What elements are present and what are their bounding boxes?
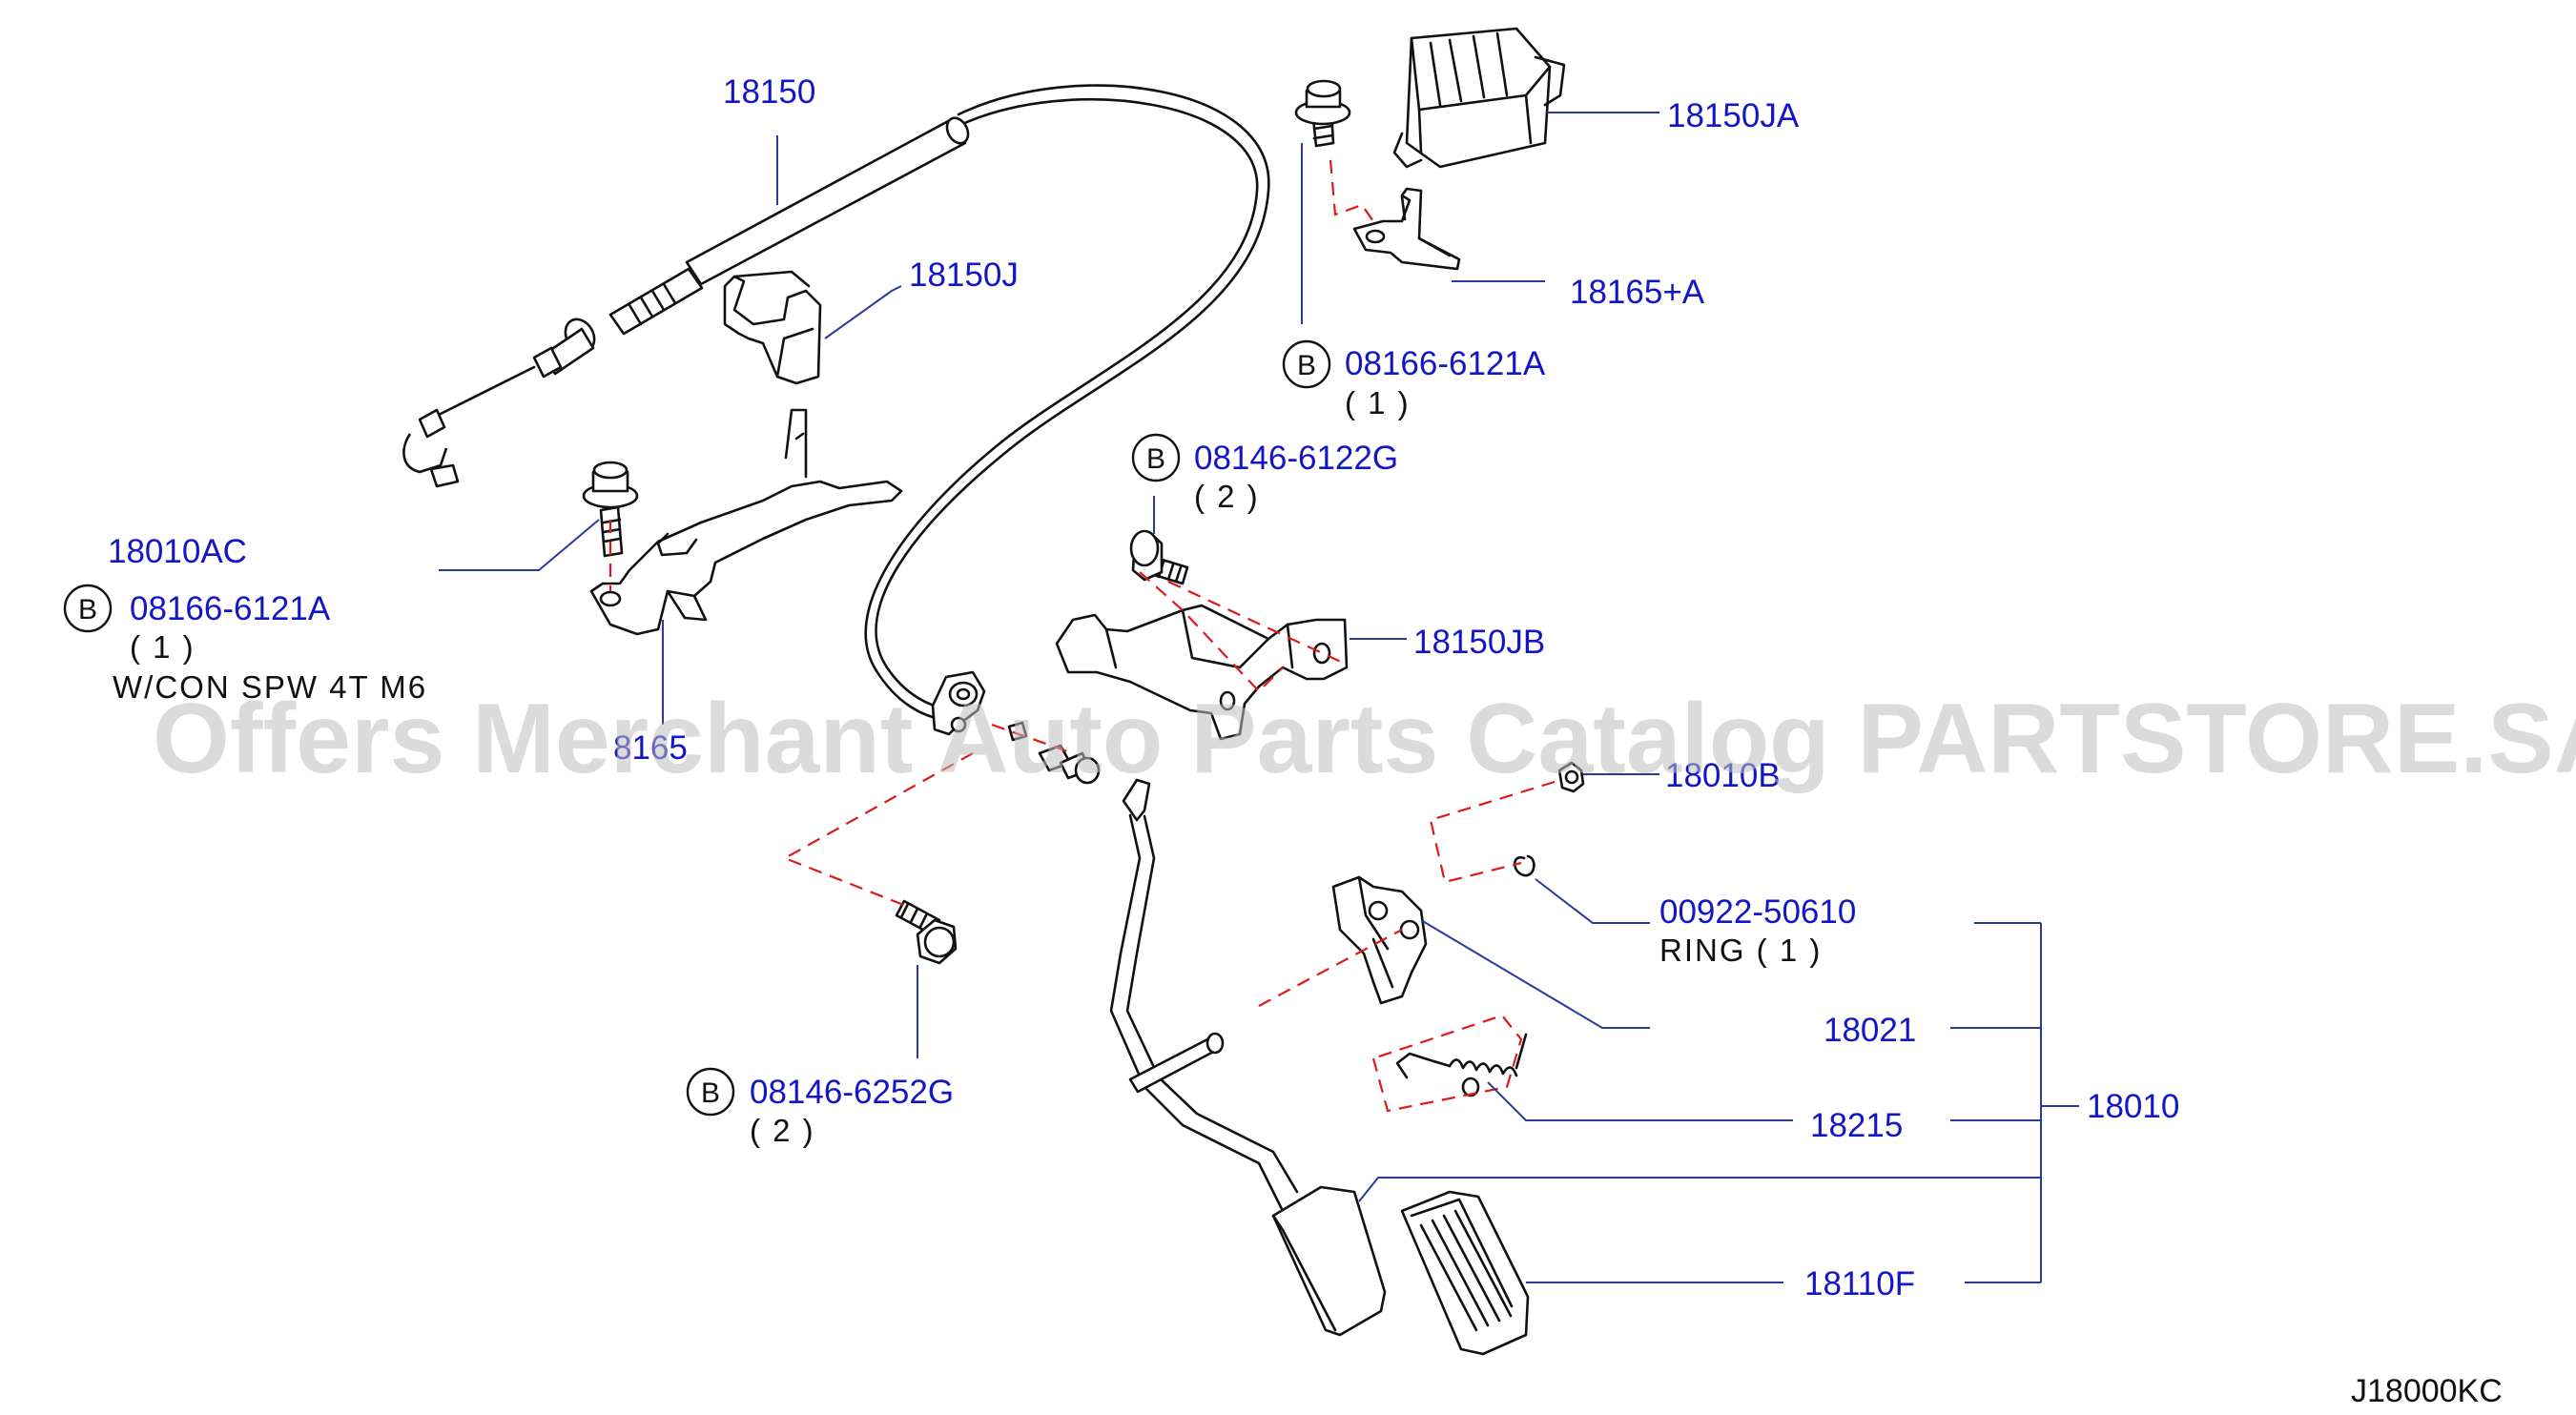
- qty-08146-6252g: ( 2 ): [750, 1113, 815, 1148]
- label-18021[interactable]: 18021: [1824, 1012, 1916, 1049]
- diagram-code: J18000KC: [2351, 1373, 2503, 1409]
- cable-pivot: [931, 670, 1101, 785]
- label-18150j[interactable]: 18150J: [909, 256, 1019, 294]
- label-18010b[interactable]: 18010B: [1665, 757, 1781, 794]
- label-00922-50610[interactable]: 00922-50610: [1659, 893, 1856, 931]
- assembly-dashed-lines: [608, 159, 1556, 1113]
- qty-08166-top: ( 1 ): [1345, 385, 1411, 420]
- clip-18010b: [1557, 761, 1585, 793]
- lever-18021: [1331, 875, 1428, 1005]
- qty-08166-left: ( 1 ): [130, 629, 196, 665]
- pedal-arm: [1109, 778, 1387, 1337]
- clip-18150j: [723, 270, 822, 385]
- svg-text:B: B: [78, 594, 97, 625]
- cover-18150ja: [1392, 27, 1566, 169]
- label-18150ja[interactable]: 18150JA: [1667, 97, 1800, 134]
- bolt-08146-6252g: [895, 899, 958, 965]
- label-18150jb[interactable]: 18150JB: [1413, 624, 1545, 661]
- pedal-pad-18110f: [1400, 1190, 1530, 1356]
- bolt-08166-top: [1294, 79, 1351, 148]
- bracket-18150jb: [1055, 604, 1349, 741]
- ring-note: RING ( 1 ): [1659, 933, 1822, 968]
- label-18165a[interactable]: 18165+A: [1570, 274, 1705, 311]
- label-18215[interactable]: 18215: [1810, 1107, 1903, 1144]
- leader-lines: [439, 112, 2079, 1283]
- bolt-mark-mid: B: [1131, 433, 1181, 482]
- bolt-mark-left: B: [63, 584, 113, 633]
- svg-text:B: B: [701, 1077, 720, 1109]
- bracket-18165: [589, 408, 903, 636]
- label-18010[interactable]: 18010: [2087, 1088, 2179, 1125]
- bolt-08146-6122g: [1129, 529, 1189, 585]
- label-18010ac[interactable]: 18010AC: [108, 533, 247, 570]
- label-08166-6121a-left[interactable]: 08166-6121A: [130, 590, 331, 627]
- watermark: Offers Merchant Auto Parts Catalog PARTS…: [153, 684, 2576, 794]
- throttle-cable: [402, 84, 1270, 722]
- bolt-mark-top: B: [1282, 339, 1331, 389]
- bracket-18165a: [1352, 187, 1461, 271]
- variant-note: W/CON SPW 4T M6: [113, 669, 427, 705]
- spring-18215: [1395, 1033, 1528, 1097]
- label-08146-6122g[interactable]: 08146-6122G: [1194, 440, 1398, 477]
- bolt-mark-bottom: B: [686, 1067, 735, 1117]
- ring-00922: [1513, 854, 1535, 877]
- label-8165-partial[interactable]: 8165: [613, 729, 688, 767]
- label-08146-6252g[interactable]: 08146-6252G: [750, 1074, 954, 1111]
- label-18110f[interactable]: 18110F: [1804, 1265, 1915, 1302]
- label-18150[interactable]: 18150: [723, 73, 815, 111]
- svg-text:B: B: [1146, 443, 1165, 475]
- label-08166-6121a-top[interactable]: 08166-6121A: [1345, 345, 1546, 382]
- svg-text:B: B: [1297, 350, 1316, 381]
- qty-08146-6122g: ( 2 ): [1194, 479, 1260, 514]
